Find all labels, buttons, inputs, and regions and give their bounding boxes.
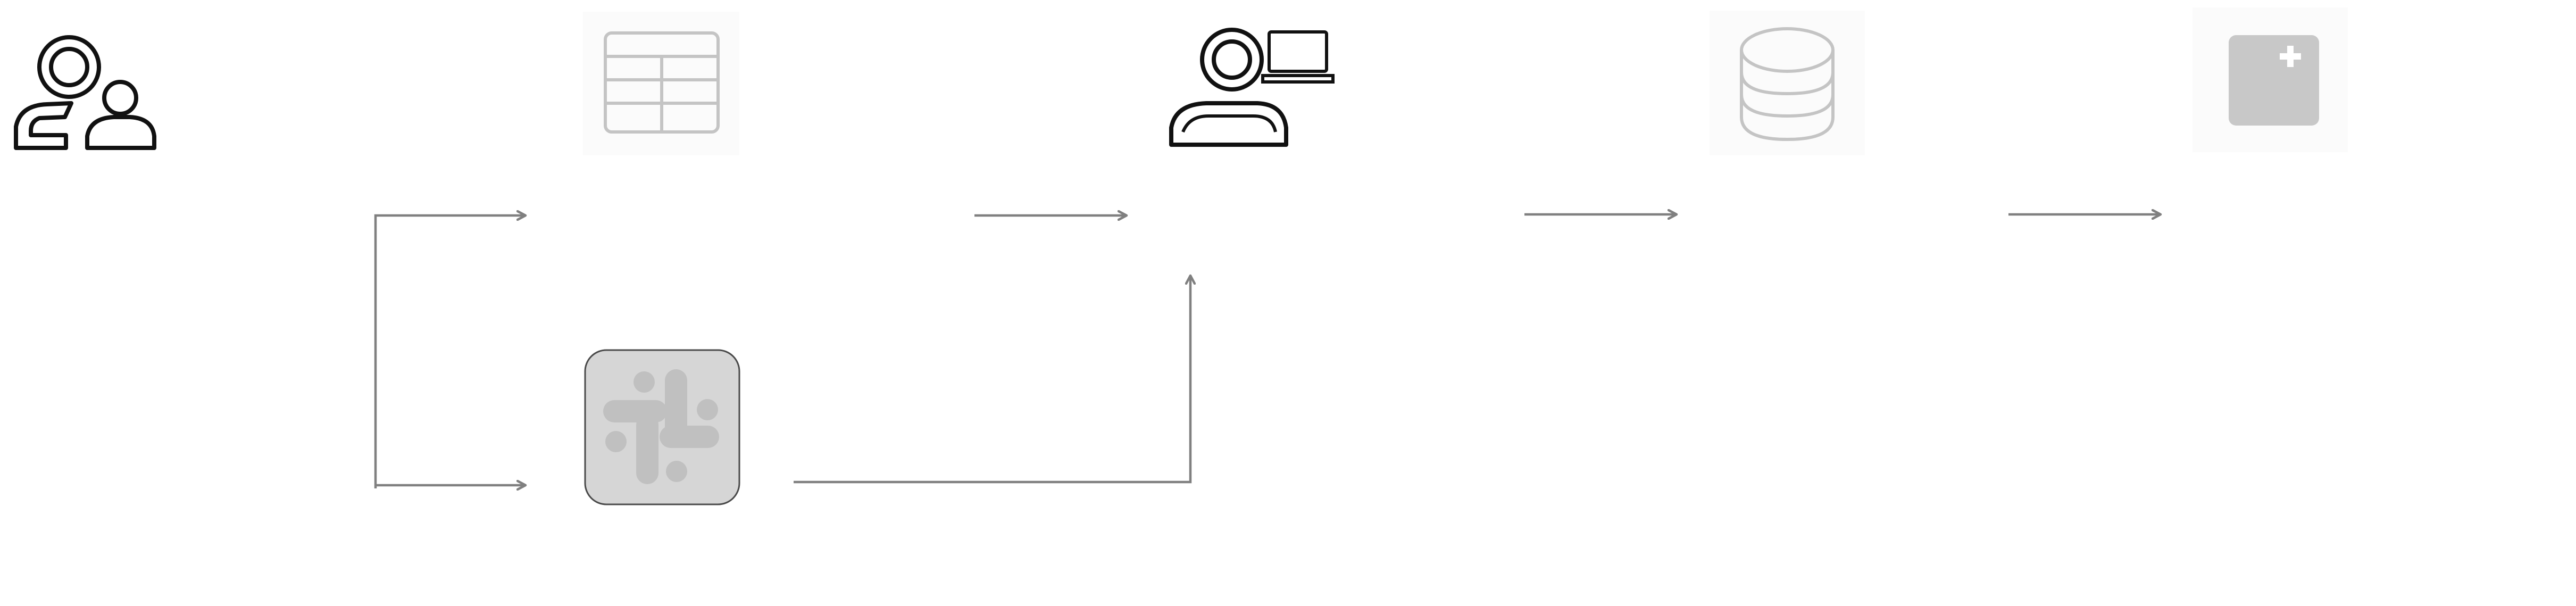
node-database [1710, 11, 1865, 155]
slack-tile [584, 349, 740, 505]
node-app [2192, 7, 2348, 152]
node-slack [584, 349, 740, 505]
database-icon [1740, 27, 1835, 142]
users-icon [14, 35, 156, 150]
app-plus-icon [2229, 35, 2319, 126]
connectors [374, 214, 2161, 488]
node-spreadsheet [583, 12, 739, 155]
spreadsheet-icon [604, 31, 720, 134]
edge-slack-to-agent [794, 276, 1190, 484]
slack-icon [603, 369, 719, 484]
database-tile [1710, 11, 1865, 155]
node-users [14, 35, 156, 150]
edge-users-to-spreadsheet [374, 215, 526, 488]
person-laptop-icon [1169, 28, 1335, 147]
node-agent [1169, 28, 1335, 147]
